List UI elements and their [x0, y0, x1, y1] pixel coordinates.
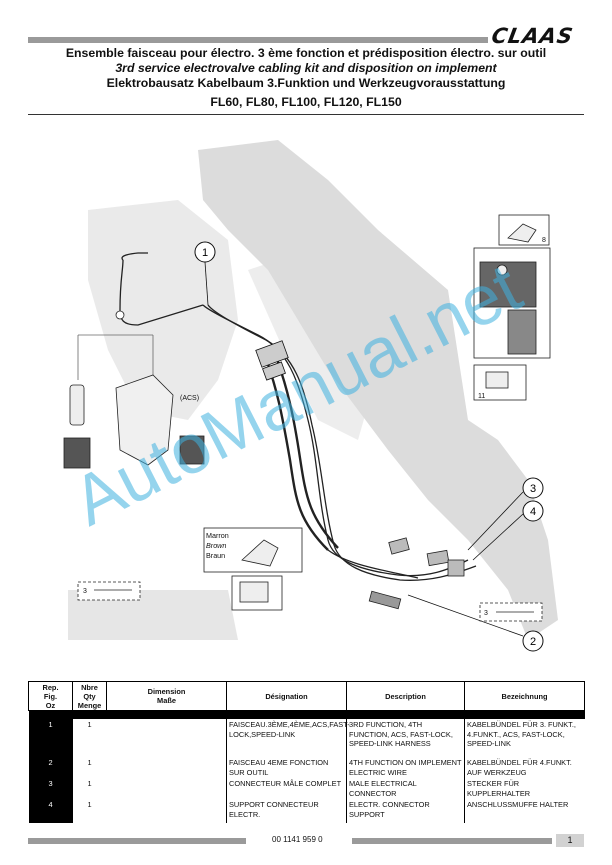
page-number: 1 — [556, 834, 584, 847]
header-dimension: Dimension Maße — [106, 681, 227, 711]
parts-table: Rep. Fig. Oz Nbre Qty Menge Dimension Ma… — [28, 681, 585, 823]
brand-logo: CLAAS — [489, 24, 576, 48]
title-block: Ensemble faisceau pour électro. 3 ème fo… — [28, 46, 584, 110]
connector-cluster — [368, 537, 465, 610]
callout-3: 3 — [467, 477, 544, 551]
table-row: 4 1 SUPPORT CONNECTEUR ELECTR. ELECTR. C… — [28, 799, 585, 823]
title-german: Elektrobausatz Kabelbaum 3.Funktion und … — [106, 76, 506, 90]
connector-detail-box — [231, 575, 283, 611]
header-bezeichnung: Bezeichnung — [464, 681, 585, 711]
color-fr: Marron — [206, 531, 229, 540]
callout-1: 1 — [194, 241, 216, 306]
svg-text:3: 3 — [484, 610, 488, 617]
valve-block — [255, 340, 289, 381]
table-row: 1 1 FAISCEAU.3ÈME,4ÈME,ACS,FAST-LOCK,SPE… — [28, 719, 585, 757]
callout-1-label: 1 — [202, 247, 208, 259]
title-english: 3rd service electrovalve cabling kit and… — [115, 61, 497, 75]
footer-bar-left — [28, 838, 246, 844]
loader-silhouette — [68, 140, 558, 640]
callout-4-label: 4 — [530, 506, 536, 518]
callout-3-label: 3 — [530, 483, 536, 495]
detail-valve-photo — [473, 247, 551, 359]
parts-table-header: Rep. Fig. Oz Nbre Qty Menge Dimension Ma… — [28, 681, 585, 711]
title-french: Ensemble faisceau pour électro. 3 ème fo… — [65, 46, 547, 60]
model-list: FL60, FL80, FL100, FL120, FL150 — [210, 95, 402, 109]
document-number: 00 1141 959 0 — [272, 835, 323, 844]
pin-detail-right: 3 — [479, 602, 543, 622]
color-label-box: Marron Brown Braun — [203, 527, 303, 573]
connector-detail-left: (ACS) — [63, 310, 205, 469]
table-row: 3 1 CONNECTEUR MÂLE COMPLET MALE ELECTRI… — [28, 778, 585, 799]
color-en: Brown — [206, 541, 226, 550]
header-qty: Nbre Qty Menge — [72, 681, 107, 711]
acs-label: (ACS) — [180, 395, 199, 402]
color-de: Braun — [206, 551, 225, 560]
header-designation: Désignation — [226, 681, 347, 711]
detail-11: 11 — [473, 364, 527, 401]
header-ref: Rep. Fig. Oz — [28, 681, 73, 711]
pin-detail-left: 3 — [77, 581, 141, 601]
callout-4: 4 — [472, 500, 544, 561]
header-bar — [28, 37, 488, 43]
svg-text:8: 8 — [542, 237, 546, 244]
table-row: 2 1 FAISCEAU 4EME FONCTION SUR OUTIL 4TH… — [28, 757, 585, 778]
header-divider — [28, 114, 584, 115]
svg-text:3: 3 — [83, 588, 87, 595]
table-separator — [28, 710, 585, 719]
exploded-diagram: 1 3 4 2 (ACS) 8 — [63, 140, 558, 652]
callout-2: 2 — [407, 594, 544, 652]
header-description: Description — [346, 681, 465, 711]
svg-text:11: 11 — [478, 393, 485, 400]
footer-bar-right — [352, 838, 552, 844]
callout-2-label: 2 — [530, 636, 536, 648]
detail-8: 8 — [498, 214, 550, 246]
